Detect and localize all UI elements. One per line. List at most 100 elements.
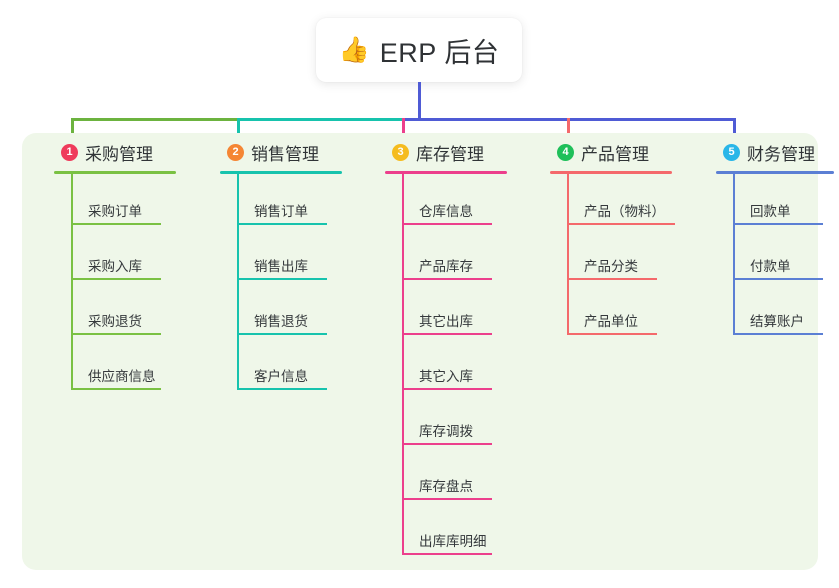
column-header-1[interactable]: 1 采购管理 <box>52 133 212 171</box>
column-4: 4 产品管理产品（物料） 产品分类产品单位 <box>548 133 708 339</box>
branch-item-rule <box>567 223 675 225</box>
branch-item-label: 销售出库 <box>254 259 308 274</box>
root-node[interactable]: 👍 ERP 后台 <box>316 18 522 82</box>
branch-item[interactable]: 采购退货 <box>52 284 212 339</box>
column-number-badge: 3 <box>392 143 409 161</box>
branch-item-rule <box>402 553 492 555</box>
branch-item-label: 供应商信息 <box>88 369 156 384</box>
branch-item[interactable]: 采购入库 <box>52 229 212 284</box>
column-header-5[interactable]: 5 财务管理 <box>714 133 839 171</box>
column-header-rule <box>54 171 176 174</box>
branch-item[interactable]: 其它出库 <box>383 284 543 339</box>
branch-item-rule <box>402 333 492 335</box>
column-5: 5 财务管理回款单付款单结算账户 <box>714 133 839 339</box>
branch-item-rule <box>733 278 823 280</box>
branch-item-rule <box>402 498 492 500</box>
branch-item[interactable]: 产品分类 <box>548 229 708 284</box>
column-branch: 采购订单采购入库采购退货供应商信息 <box>52 174 212 394</box>
column-header-rule <box>220 171 342 174</box>
branch-item-label: 客户信息 <box>254 369 308 384</box>
branch-item-label: 产品库存 <box>419 259 473 274</box>
column-number-badge: 1 <box>61 143 78 161</box>
branch-item[interactable]: 客户信息 <box>218 339 378 394</box>
branch-item-label: 产品（物料） <box>584 204 665 219</box>
column-title: 库存管理 <box>416 144 484 164</box>
branch-item-rule <box>733 333 823 335</box>
branch-item-label: 仓库信息 <box>419 204 473 219</box>
column-number-badge: 4 <box>557 143 574 161</box>
branch-item-label: 销售订单 <box>254 204 308 219</box>
branch-item-rule <box>71 278 161 280</box>
column-title: 采购管理 <box>85 144 153 164</box>
branch-item[interactable]: 产品（物料） <box>548 174 708 229</box>
branch-item-label: 采购退货 <box>88 314 142 329</box>
branch-item-rule <box>237 333 327 335</box>
branch-item-rule <box>237 388 327 390</box>
branch-trunk-line <box>71 174 73 390</box>
branch-item[interactable]: 出库库明细 <box>383 504 543 559</box>
branch-item-label: 销售退货 <box>254 314 308 329</box>
branch-item-label: 付款单 <box>750 259 791 274</box>
column-3: 3 库存管理仓库信息产品库存其它出库其它入库库存调拨库存盘点出库库明细 <box>383 133 543 559</box>
column-1: 1 采购管理采购订单采购入库采购退货供应商信息 <box>52 133 212 394</box>
branch-item-label: 采购入库 <box>88 259 142 274</box>
branch-item[interactable]: 销售出库 <box>218 229 378 284</box>
branch-item-label: 结算账户 <box>750 314 804 329</box>
bar-segment-2 <box>236 118 404 121</box>
branch-trunk-line <box>567 174 569 335</box>
column-branch: 销售订单销售出库销售退货客户信息 <box>218 174 378 394</box>
branch-item-rule <box>71 223 161 225</box>
branch-item[interactable]: 结算账户 <box>714 284 839 339</box>
column-header-4[interactable]: 4 产品管理 <box>548 133 708 171</box>
root-drop-line <box>417 82 421 121</box>
branch-item-rule <box>402 443 492 445</box>
branch-item-rule <box>402 223 492 225</box>
branch-item-label: 回款单 <box>750 204 791 219</box>
root-title: ERP 后台 <box>379 37 500 68</box>
branch-item[interactable]: 仓库信息 <box>383 174 543 229</box>
column-header-rule <box>716 171 834 174</box>
branch-item-label: 采购订单 <box>88 204 142 219</box>
column-branch: 回款单付款单结算账户 <box>714 174 839 339</box>
column-number-badge: 2 <box>227 143 244 161</box>
branch-item[interactable]: 销售退货 <box>218 284 378 339</box>
branch-item-rule <box>71 333 161 335</box>
column-header-rule <box>550 171 672 174</box>
branch-item-label: 其它入库 <box>419 369 473 384</box>
column-title: 产品管理 <box>581 144 649 164</box>
branch-item-label: 库存盘点 <box>419 479 473 494</box>
branch-item[interactable]: 销售订单 <box>218 174 378 229</box>
branch-trunk-line <box>402 174 404 555</box>
branch-item-rule <box>402 278 492 280</box>
branch-item-rule <box>237 223 327 225</box>
column-branch: 仓库信息产品库存其它出库其它入库库存调拨库存盘点出库库明细 <box>383 174 543 559</box>
thumbs-up-icon: 👍 <box>338 35 370 64</box>
branch-item[interactable]: 其它入库 <box>383 339 543 394</box>
branch-item-rule <box>237 278 327 280</box>
branch-item[interactable]: 库存调拨 <box>383 394 543 449</box>
column-header-rule <box>385 171 507 174</box>
column-number-badge: 5 <box>723 143 740 161</box>
branch-item-label: 出库库明细 <box>419 534 487 549</box>
branch-item[interactable]: 供应商信息 <box>52 339 212 394</box>
branch-item-label: 产品单位 <box>584 314 638 329</box>
branch-trunk-line <box>733 174 735 335</box>
bar-segment-1 <box>70 118 239 121</box>
branch-item[interactable]: 产品单位 <box>548 284 708 339</box>
column-header-3[interactable]: 3 库存管理 <box>383 133 543 171</box>
branch-item-label: 库存调拨 <box>419 424 473 439</box>
branch-item-rule <box>402 388 492 390</box>
branch-item-rule <box>733 223 823 225</box>
column-title: 财务管理 <box>747 144 815 164</box>
branch-item-rule <box>567 333 657 335</box>
branch-item[interactable]: 库存盘点 <box>383 449 543 504</box>
branch-item[interactable]: 产品库存 <box>383 229 543 284</box>
branch-item[interactable]: 付款单 <box>714 229 839 284</box>
branch-item[interactable]: 采购订单 <box>52 174 212 229</box>
branch-item[interactable]: 回款单 <box>714 174 839 229</box>
column-branch: 产品（物料） 产品分类产品单位 <box>548 174 708 339</box>
branch-trunk-line <box>237 174 239 390</box>
